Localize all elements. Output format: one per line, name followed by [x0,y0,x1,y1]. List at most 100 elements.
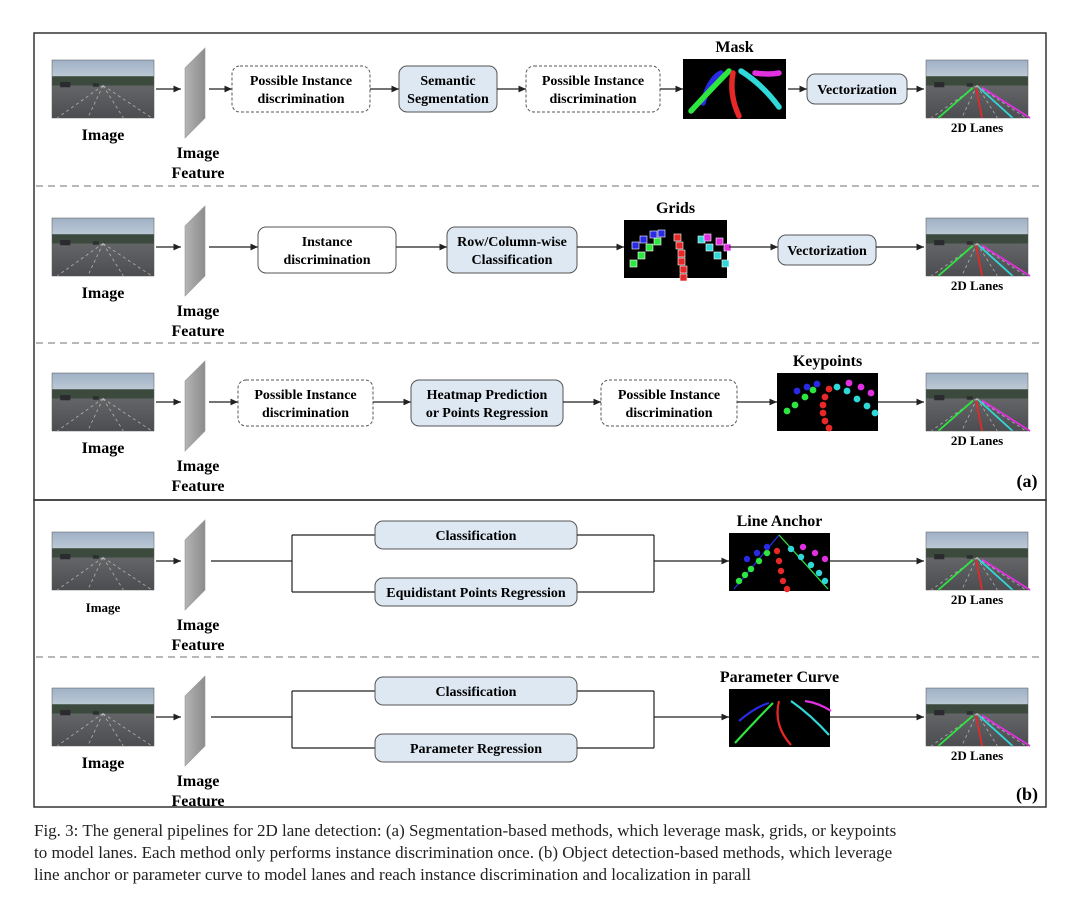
mask-visual [683,59,786,119]
photo-lane-marking [976,557,998,591]
grid-cell [703,233,712,242]
panel-b-frame [33,499,1047,808]
anchor-point [787,545,795,553]
photo-car [966,396,973,400]
photo-car [966,711,973,715]
predicted-lane [975,715,983,747]
photo-car [92,555,99,559]
process-box: Classification [374,520,578,550]
image-feature-label: Image [177,773,220,790]
lanes-output-photo [925,372,1031,432]
keypoint [819,409,827,417]
predicted-lane [981,399,1031,432]
photo-lane-marking [976,85,998,119]
photo-border [51,531,155,591]
photo-car [966,83,973,87]
anchor-point [779,577,787,585]
predicted-lane [937,714,974,747]
grid-cell [639,235,648,244]
photo-lane-marking [102,398,124,432]
photo-border [51,217,155,277]
anchor-point [753,549,761,557]
photo-trees [926,76,1028,86]
lanes-output-photo [925,531,1031,591]
photo-car [60,395,71,401]
predicted-lane [937,86,974,119]
process-box-label: Semantic [420,74,475,89]
keypoint [853,395,861,403]
road-photo [51,531,155,591]
photo-lane-marking [976,398,1027,432]
photo-car [934,82,945,88]
curve-lane [734,702,774,744]
road-photo [51,372,155,432]
process-box-label: or Points Regression [426,406,549,421]
road-photo [51,687,155,747]
process-box-rect [777,234,877,266]
process-box-label: discrimination [549,92,636,107]
representation-title: Mask [715,39,753,56]
keypoint [825,385,833,393]
predicted-lane [981,86,1031,119]
lanes-output-photo [925,687,1031,747]
grid-cell [675,241,684,250]
photo-car [92,396,99,400]
predicted-lane [981,558,1031,591]
predicted-lane [978,558,1014,591]
anchor-point [811,549,819,557]
process-box-rect [446,226,578,274]
grid-cell [637,251,646,260]
grid-cell [629,259,638,268]
feature-map-icon [184,519,206,611]
caption-line: to model lanes. Each method only perform… [34,843,893,862]
representation-title: Grids [656,200,695,217]
photo-car [60,240,71,246]
photo-border [51,59,155,119]
predicted-lane [937,558,974,591]
grids-visual [624,220,732,282]
anchor-point [815,569,823,577]
process-box-label: discrimination [262,406,349,421]
process-box-rect [237,379,374,427]
predicted-lane [978,399,1014,432]
feature-map-icon [184,360,206,452]
process-box-label: discrimination [625,406,712,421]
grid-cell [721,259,730,268]
grid-cell [677,257,686,266]
keypoint [843,387,851,395]
keypoint [819,401,827,409]
process-box-label: Segmentation [407,92,489,107]
photo-trees [926,389,1028,399]
mask-lane [752,70,782,77]
input-image-label: Image [82,127,125,144]
caption-line: Fig. 3: The general pipelines for 2D lan… [34,821,897,840]
photo-car [966,241,973,245]
input-image-label: Image [82,440,125,457]
predicted-lane [937,244,974,277]
photo-lane-marking [102,557,124,591]
photo-lane-marking [976,713,998,747]
keypoint [803,383,811,391]
curve-lane [790,700,830,736]
anchor-point [821,577,829,585]
grid-cell [679,273,688,282]
photo-car [934,395,945,401]
photo-trees [926,234,1028,244]
keypoint [783,407,791,415]
grid-cell [679,265,688,274]
anchor-point [735,577,743,585]
parameter-curve-visual [729,689,832,747]
output-lanes-label: 2D Lanes [951,278,1003,293]
grid-cell [715,237,724,246]
photo-lane-marking [976,398,998,432]
photo-car [966,555,973,559]
figure-caption: Fig. 3: The general pipelines for 2D lan… [34,820,1046,886]
predicted-lane [975,87,983,119]
lanes-output-photo [925,217,1031,277]
photo-lane-marking [102,713,124,747]
output-lanes-label: 2D Lanes [951,748,1003,763]
process-box-label: Vectorization [817,83,897,98]
